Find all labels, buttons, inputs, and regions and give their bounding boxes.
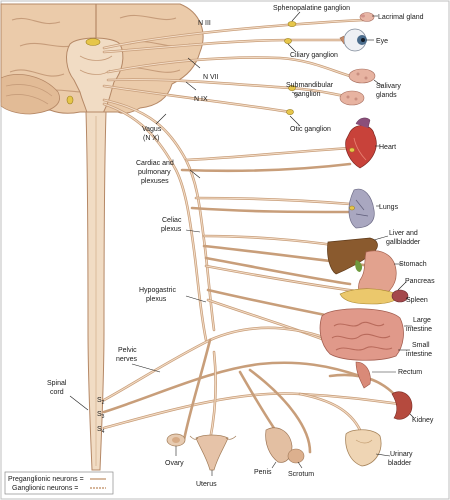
penis-scrotum [265,427,305,464]
spinal-cord [85,111,107,471]
labels: Sphenopalatine ganglion Lacrimal gland N… [47,5,435,488]
label-penis: Penis [254,469,272,476]
label-small-intestine-2: intestine [406,351,432,358]
label-celiac-1: Celiac [162,217,182,224]
label-salivary-1: Salivary [376,83,401,90]
legend-preganglionic: Preganglionic neurons = [8,476,84,483]
salivary-glands [339,68,376,106]
label-lacrimal-gland: Lacrimal gland [378,14,424,21]
label-heart: Heart [379,144,396,151]
label-spinal-2: cord [50,389,64,396]
label-s4: S4 [97,426,105,435]
ciliary-ganglion-marker [284,38,292,44]
intestines [319,308,404,361]
label-scrotum: Scrotum [288,471,314,478]
label-otic-ganglion: Otic ganglion [290,126,331,133]
ovary [166,433,186,447]
label-kidney: Kidney [412,417,434,424]
label-large-intestine-2: intestine [406,326,432,333]
uterus [189,434,237,471]
label-liver-1: Liver and [389,230,418,237]
label-uterus: Uterus [196,481,217,488]
label-liver-2: gallbladder [386,239,421,246]
label-hypogastric-2: plexus [146,296,167,303]
label-n7: N VII [203,74,219,81]
label-eye: Eye [376,38,388,45]
label-stomach: Stomach [399,261,427,268]
label-urinary-1: Urinary [390,451,413,458]
label-s2: S2 [97,397,105,406]
legend: Preganglionic neurons = Ganglionic neuro… [4,471,114,495]
label-hypogastric-1: Hypogastric [139,287,176,294]
label-vagus-2: (N X) [143,135,159,142]
label-salivary-2: glands [376,92,397,99]
lacrimal-gland [359,12,375,22]
label-vagus-1: Vagus [142,126,162,133]
brain [0,3,204,117]
label-pancreas: Pancreas [405,278,435,285]
sphenopalatine-ganglion-marker [287,21,297,27]
label-rectum: Rectum [398,369,422,376]
liver [327,237,378,275]
label-n3: N III [198,20,211,27]
label-cardiac-3: plexuses [141,178,169,185]
label-pelvic-2: nerves [116,356,138,363]
kidney [391,391,413,420]
label-urinary-2: bladder [388,460,412,467]
label-n9: N IX [194,96,208,103]
rectum [355,361,371,389]
label-spleen: Spleen [406,297,428,304]
label-ovary: Ovary [165,460,184,467]
label-spinal-1: Spinal [47,380,67,387]
pancreas-spleen [339,288,409,305]
leader-lines [69,11,415,476]
label-lungs: Lungs [379,204,399,211]
label-large-intestine-1: Large [413,317,431,324]
otic-ganglion-marker [286,109,294,115]
submandibular-ganglion-marker [288,85,296,91]
legend-ganglionic: Ganglionic neurons = [12,485,78,492]
cranial-nerves [102,18,372,115]
label-small-intestine-1: Small [412,342,430,349]
label-submandibular-2: ganglion [294,91,321,98]
heart [345,117,377,169]
label-celiac-2: plexus [161,226,182,233]
label-sphenopalatine-ganglion: Sphenopalatine ganglion [273,5,350,12]
urinary-bladder [345,429,382,467]
label-ciliary-ganglion: Ciliary ganglion [290,52,338,59]
label-s3: S3 [97,411,105,420]
label-pelvic-1: Pelvic [118,347,137,354]
lungs [348,188,375,229]
label-submandibular-1: Submandibular [286,82,334,89]
label-cardiac-2: pulmonary [138,169,171,176]
label-cardiac-1: Cardiac and [136,160,174,167]
